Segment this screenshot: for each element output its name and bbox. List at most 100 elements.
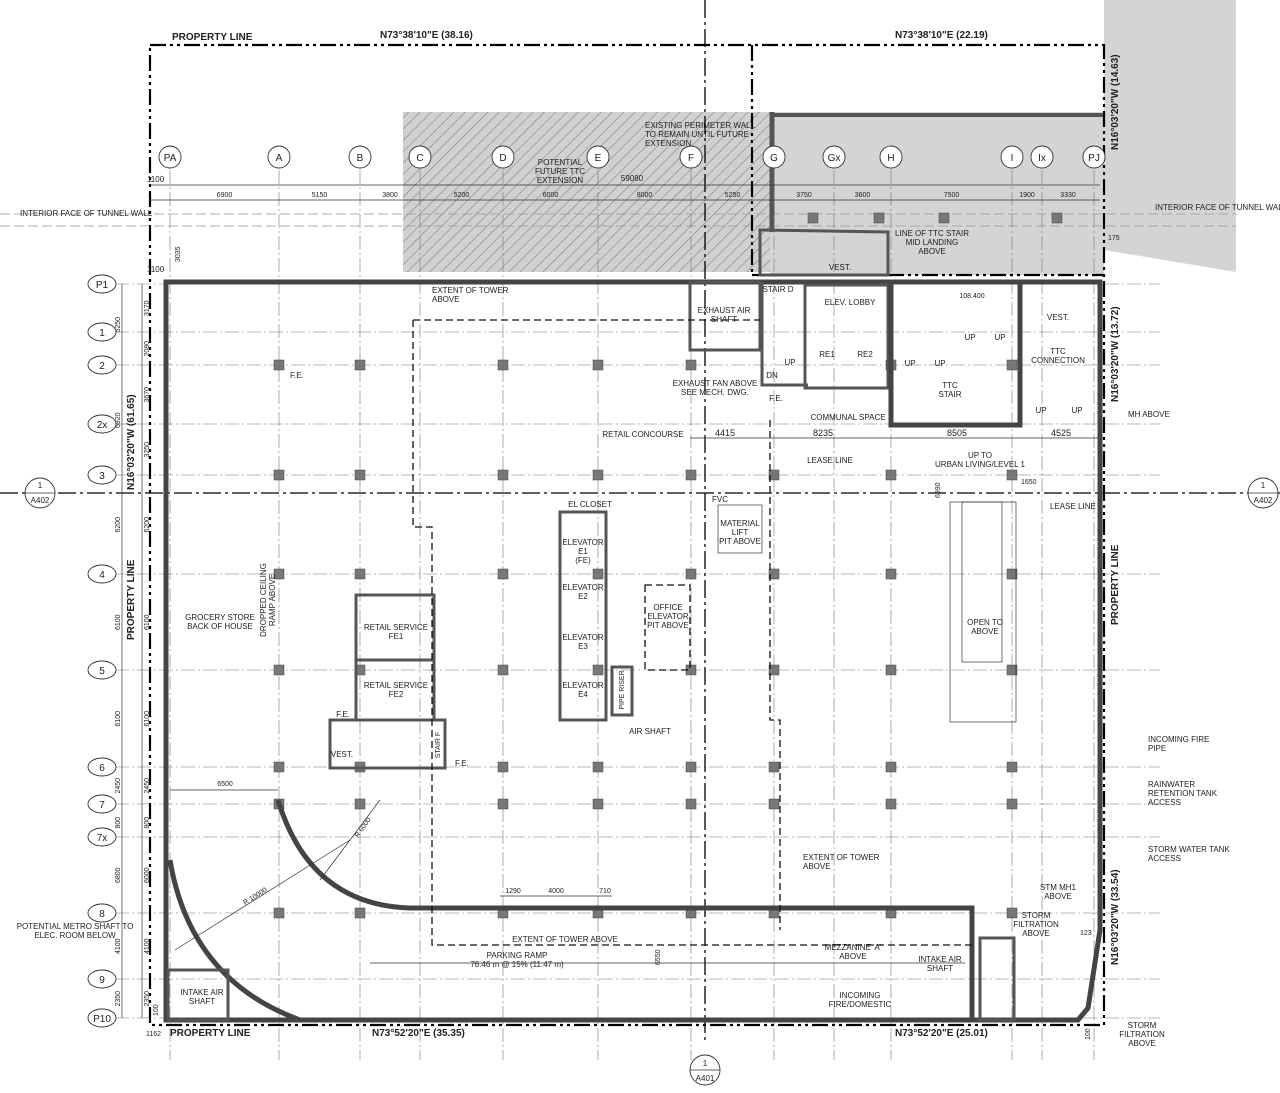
stair-f-core bbox=[328, 718, 447, 770]
grid-bubble-7x[interactable]: 7x bbox=[87, 827, 117, 847]
pipe-riser-label-line: PIPE RISER bbox=[619, 670, 626, 709]
structural-column bbox=[592, 568, 604, 580]
stair-f-label: STAIR F bbox=[435, 732, 442, 758]
radius-label: R 6000 bbox=[354, 817, 373, 840]
tower-extent-label-line: EXTENT OF TOWER bbox=[432, 286, 509, 295]
grid-bubble-B[interactable]: B bbox=[348, 145, 372, 169]
structural-column bbox=[273, 907, 285, 919]
grid-bubble-7[interactable]: 7 bbox=[87, 794, 117, 814]
fire-extinguisher-label-line: F.E. bbox=[336, 710, 350, 719]
grid-bubble-label: 3 bbox=[99, 471, 105, 482]
dimension-left-outer: 800 bbox=[115, 817, 122, 829]
dimension-top: 6900 bbox=[217, 192, 233, 199]
dimension-top: 3600 bbox=[855, 192, 871, 199]
grid-bubble-F[interactable]: F bbox=[679, 145, 703, 169]
grid-bubble-8[interactable]: 8 bbox=[87, 903, 117, 923]
grid-bubble-1[interactable]: 1 bbox=[87, 322, 117, 342]
grid-bubble-H[interactable]: H bbox=[879, 145, 903, 169]
dimension-top: 3750 bbox=[796, 192, 812, 199]
grid-bubble-5[interactable]: 5 bbox=[87, 660, 117, 680]
grid-bubble-3[interactable]: 3 bbox=[87, 465, 117, 485]
grid-bubble-I[interactable]: I bbox=[1000, 145, 1024, 169]
grid-bubble-E[interactable]: E bbox=[586, 145, 610, 169]
grid-bubble-4[interactable]: 4 bbox=[87, 564, 117, 584]
fire-extinguisher-label: F.E. bbox=[455, 759, 469, 768]
section-marker-left[interactable]: 1 A402 bbox=[24, 477, 56, 509]
structural-column bbox=[497, 664, 509, 676]
grid-bubble-label: 7x bbox=[97, 833, 108, 844]
structural-column bbox=[273, 359, 285, 371]
stm-mh1-label-line: ABOVE bbox=[1044, 892, 1072, 901]
grid-bubble-P1[interactable]: P1 bbox=[87, 274, 117, 294]
storm-water-tank-label-line: STORM WATER TANK bbox=[1148, 845, 1230, 854]
el-closet-label-line: EL CLOSET bbox=[568, 500, 612, 509]
grocery-store-label-line: BACK OF HOUSE bbox=[187, 622, 253, 631]
dimension-left: 2450 bbox=[144, 778, 151, 794]
structural-column bbox=[1006, 568, 1018, 580]
grid-bubble-circle bbox=[1030, 145, 1054, 169]
radius-line-r6000 bbox=[319, 799, 381, 881]
tower-extent-label-2-line: ABOVE bbox=[803, 862, 831, 871]
vestibule-label: VEST. bbox=[829, 263, 851, 272]
down-label: DN bbox=[766, 371, 778, 380]
mh-above-label-line: MH ABOVE bbox=[1128, 410, 1170, 419]
dimension-left: 2350 bbox=[144, 991, 151, 1007]
grid-bubble-2[interactable]: 2 bbox=[87, 355, 117, 375]
bearing-right-bot: N16°03'20"W (33.54) bbox=[1110, 869, 1121, 965]
grid-bubble-6[interactable]: 6 bbox=[87, 757, 117, 777]
grid-bubble-Ix[interactable]: Ix bbox=[1030, 145, 1054, 169]
grid-bubble-label: PA bbox=[164, 153, 177, 164]
tunnel-wall-label-right-line: INTERIOR FACE OF TUNNEL WALL bbox=[1155, 203, 1280, 212]
grid-bubble-2x[interactable]: 2x bbox=[87, 414, 117, 434]
up-to-urban-living-label-line: URBAN LIVING/LEVEL 1 bbox=[935, 460, 1026, 469]
structural-column bbox=[592, 359, 604, 371]
grid-bubble-D[interactable]: D bbox=[491, 145, 515, 169]
grid-bubble-label: 1 bbox=[99, 328, 105, 339]
grid-bubble-Gx[interactable]: Gx bbox=[822, 145, 846, 169]
ttc-stair-line-label-line: LINE OF TTC STAIR bbox=[895, 229, 969, 238]
structural-column bbox=[497, 568, 509, 580]
grid-bubble-circle bbox=[762, 145, 786, 169]
up-label: UP bbox=[934, 359, 945, 368]
exhaust-fan-label-line: SEE MECH. DWG. bbox=[681, 388, 749, 397]
mezzanine-label-line: ABOVE bbox=[839, 952, 867, 961]
grid-bubble-ellipse bbox=[87, 322, 117, 342]
tower-extent-line-east bbox=[769, 420, 781, 930]
storm-filtration-label-line: ABOVE bbox=[1022, 929, 1050, 938]
elevator-e1-label-line: E1 bbox=[578, 547, 588, 556]
grid-bubble-A[interactable]: A bbox=[267, 145, 291, 169]
dimension-left: 6100 bbox=[144, 614, 151, 630]
grid-bubble-C[interactable]: C bbox=[408, 145, 432, 169]
grid-bubble-P10[interactable]: P10 bbox=[87, 1008, 117, 1028]
property-line-label-bottom: PROPERTY LINE bbox=[170, 1028, 251, 1039]
up-label: UP bbox=[1071, 406, 1082, 415]
el-closet-label: EL CLOSET bbox=[568, 500, 612, 509]
grid-bubble-9[interactable]: 9 bbox=[87, 969, 117, 989]
bearing-bottom-right: N73°52'20"E (25.01) bbox=[895, 1028, 988, 1039]
grid-bubble-PA[interactable]: PA bbox=[158, 145, 182, 169]
storm-filtration-label-2-line: ABOVE bbox=[1128, 1039, 1156, 1048]
up-label: UP bbox=[904, 359, 915, 368]
grid-bubble-ellipse bbox=[87, 794, 117, 814]
section-marker-bottom[interactable]: 1 A401 bbox=[689, 1054, 721, 1086]
fvc-label: FVC bbox=[712, 495, 728, 504]
intake-air-shaft-left-label-line: SHAFT bbox=[189, 997, 215, 1006]
section-marker-right[interactable]: 1 A402 bbox=[1247, 477, 1279, 509]
structural-column bbox=[1051, 212, 1063, 224]
fire-extinguisher-label: F.E. bbox=[290, 371, 304, 380]
property-line-label-left: PROPERTY LINE bbox=[126, 559, 137, 640]
ttc-stair-label-line: STAIR bbox=[939, 390, 962, 399]
air-shaft-label: AIR SHAFT bbox=[629, 727, 671, 736]
grid-bubble-ellipse bbox=[87, 660, 117, 680]
grid-bubble-PJ[interactable]: PJ bbox=[1082, 145, 1106, 169]
grid-bubble-label: 2x bbox=[97, 420, 108, 431]
dimension-left: 800 bbox=[144, 817, 151, 829]
grid-bubble-G[interactable]: G bbox=[762, 145, 786, 169]
mh-above-label: MH ABOVE bbox=[1128, 410, 1170, 419]
intake-air-shaft-right-label-line: SHAFT bbox=[927, 964, 953, 973]
perimeter-wall-label-line: EXISTING PERIMETER WALL bbox=[645, 121, 755, 130]
